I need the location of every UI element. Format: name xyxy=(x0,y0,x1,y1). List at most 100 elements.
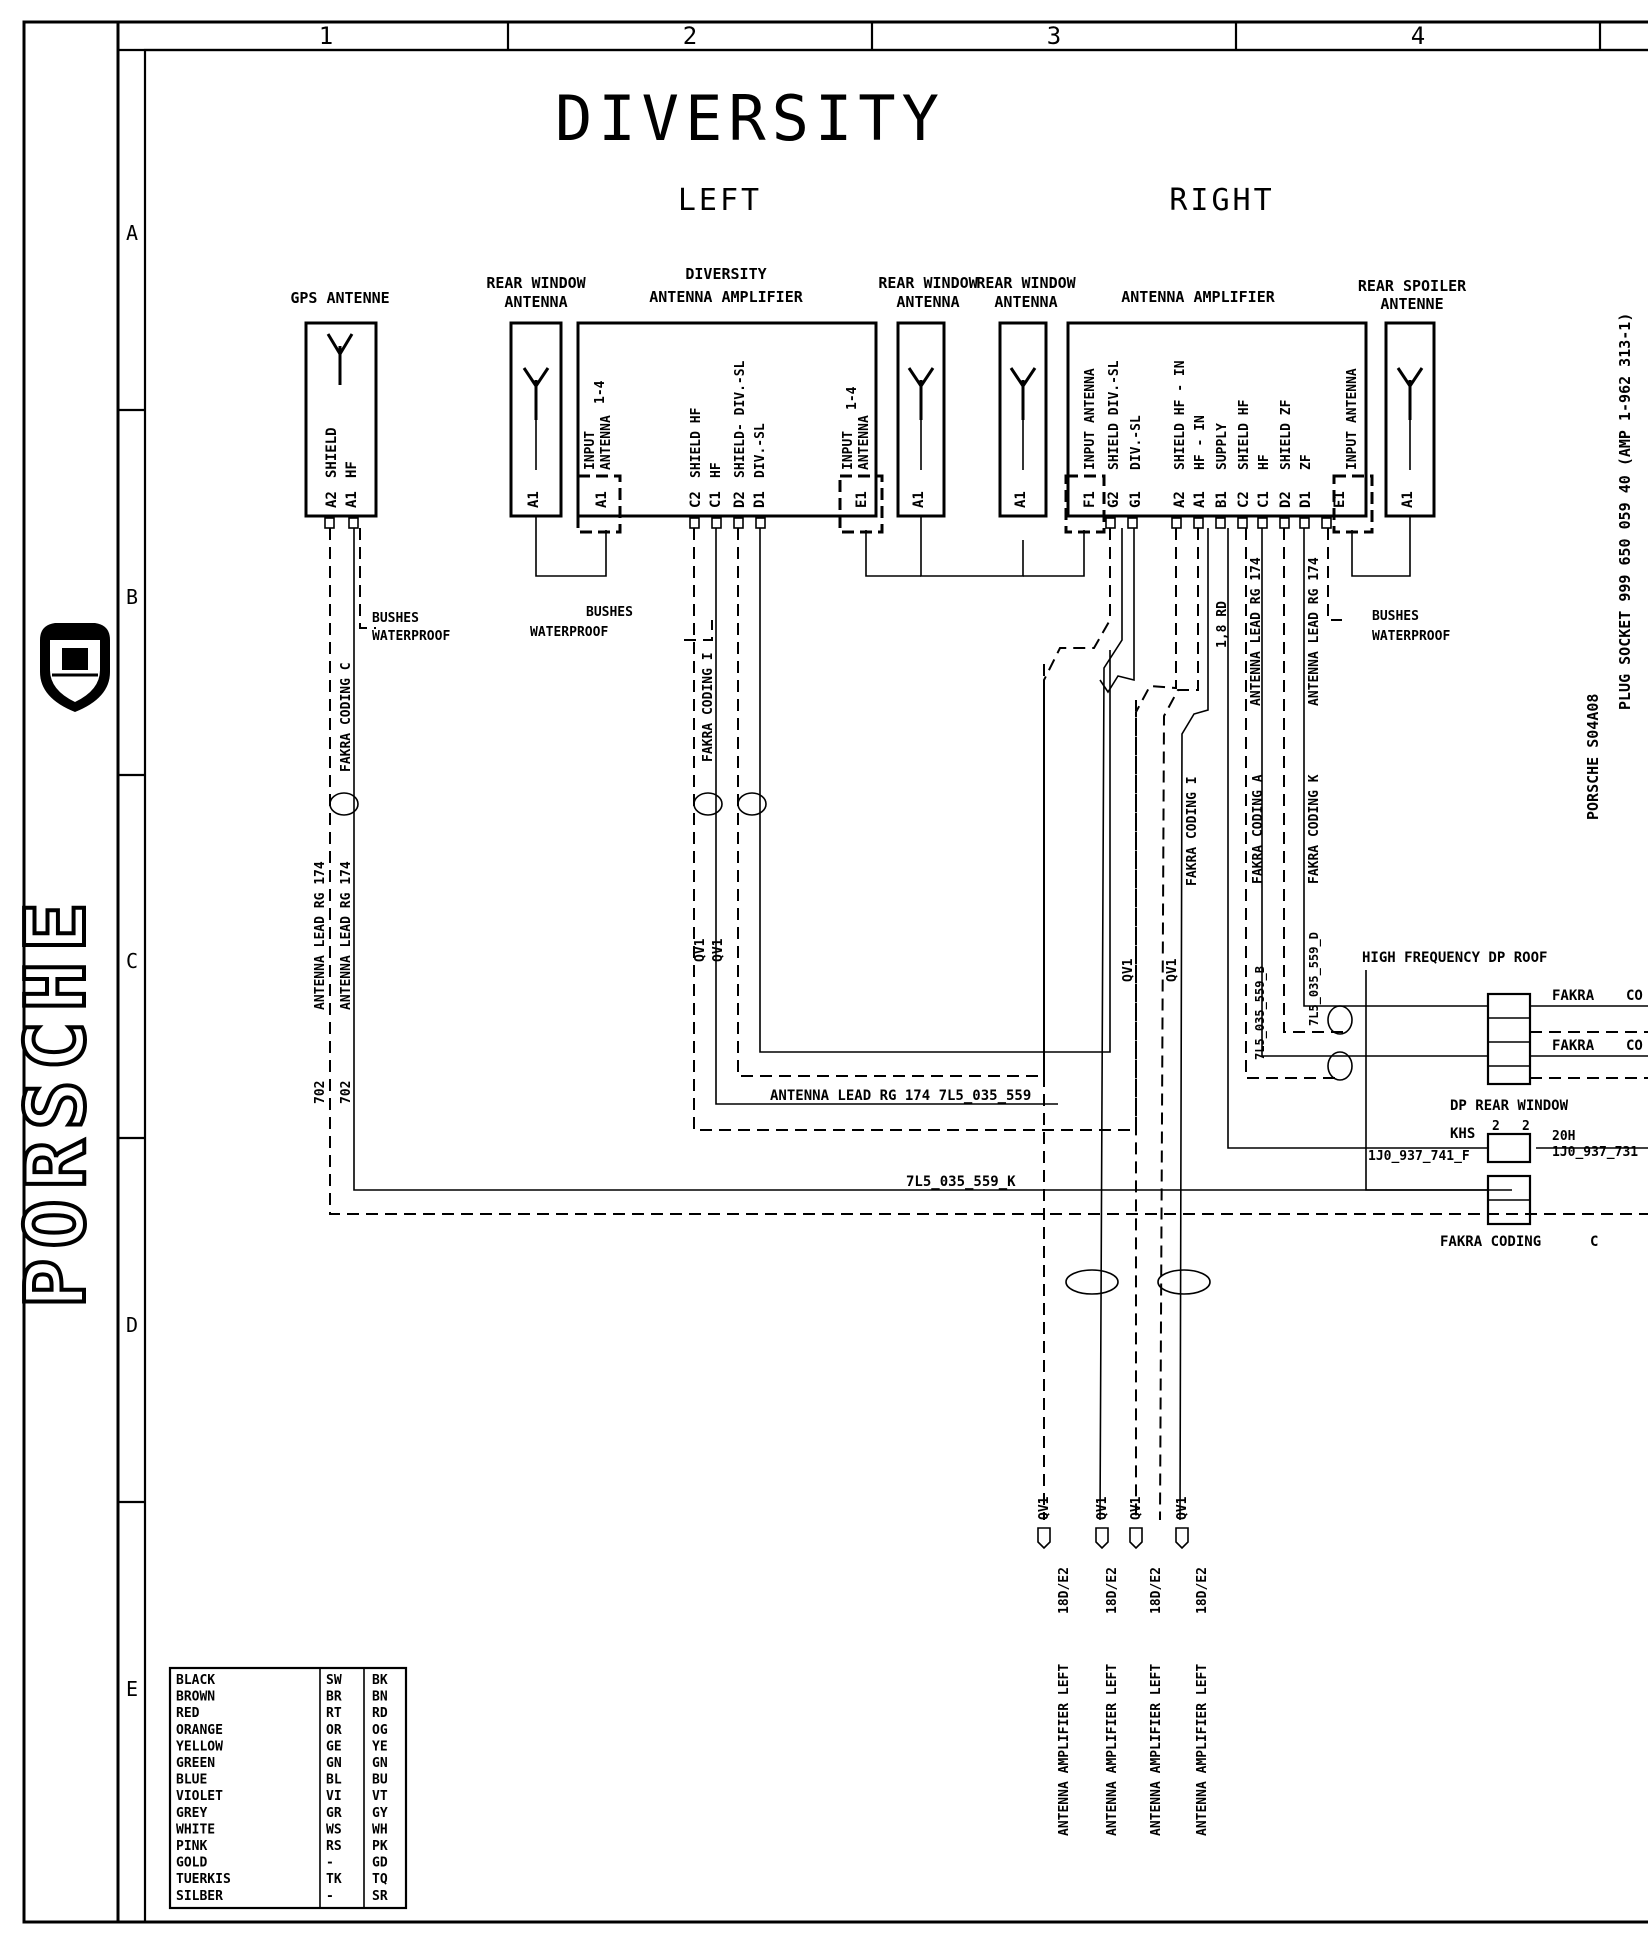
div-amp-pin-d1: D1 xyxy=(752,491,768,508)
legend-color-name: BLUE xyxy=(176,1773,207,1788)
legend-color-name: BLACK xyxy=(176,1673,215,1688)
label-fakra-coding-c: C xyxy=(1590,1234,1598,1250)
label-fakra-c: FAKRA CODING C xyxy=(339,662,354,772)
legend-color-code-en: VT xyxy=(372,1789,388,1804)
rear-spoiler-antenna: REAR SPOILER ANTENNE A1 xyxy=(1358,277,1467,518)
grid-col-2: 2 xyxy=(683,22,697,50)
div-amp-pin-a1: A1 xyxy=(594,491,610,508)
terminal-1-ref: 18D/E2 xyxy=(1057,1567,1072,1614)
legend-color-code-en: BN xyxy=(372,1690,388,1705)
ant-amp-pin-name-9: ZF xyxy=(1299,454,1314,470)
label-702b: 702 xyxy=(339,1081,354,1104)
div-amp-pin-c2: C2 xyxy=(688,491,704,508)
rwa-right-label-2: ANTENNA xyxy=(994,293,1057,311)
ant-amp-pin-name-2: DIV.-SL xyxy=(1129,415,1144,470)
label-fakra-1: FAKRA xyxy=(1552,988,1595,1004)
legend-color-code-de: VI xyxy=(326,1789,342,1804)
ant-amp-pin-c1: C1 xyxy=(1256,491,1272,508)
ant-amp-pin-g2: G2 xyxy=(1106,491,1122,508)
label-2a: 2 xyxy=(1492,1119,1500,1134)
legend-color-name: PINK xyxy=(176,1839,207,1854)
label-lead-2: ANTENNA LEAD RG 174 xyxy=(339,861,354,1010)
div-amp-pin-name-input2: INPUT xyxy=(841,431,856,470)
div-amp-pin-name-shieldhf: SHIELD HF xyxy=(689,407,704,478)
div-amp-pin-name-input1: INPUT xyxy=(583,431,598,470)
label-part-741: 1J0_937_741_F xyxy=(1368,1149,1470,1164)
label-559b: 7L5_035_559_B xyxy=(1253,966,1268,1060)
legend-color-code-en: YE xyxy=(372,1739,388,1754)
ant-amp-pin-name-8: SHIELD ZF xyxy=(1279,399,1294,470)
legend-color-name: TUERKIS xyxy=(176,1872,231,1887)
terminal-3-ref: 18D/E2 xyxy=(1149,1567,1164,1614)
label-559d: 7L5_035_559_D xyxy=(1307,932,1322,1026)
ant-amp-pin-a1: A1 xyxy=(1192,491,1208,508)
ant-amp-pin-a2: A2 xyxy=(1172,491,1188,508)
grid-col-1: 1 xyxy=(319,22,333,50)
ant-amp-pin-name-4: HF - IN xyxy=(1193,415,1208,470)
ant-amp-pin-name-7: HF xyxy=(1257,454,1272,470)
rwa-right-pin: A1 xyxy=(1013,491,1029,508)
label-bushes-right-2: WATERPROOF xyxy=(1372,629,1450,644)
label-20h: 20H xyxy=(1552,1129,1575,1144)
terminal-4-desc: ANTENNA AMPLIFIER LEFT xyxy=(1195,1664,1210,1836)
plug-socket-line2: PLUG SOCKET 999 650 059 40 (AMP 1-962 31… xyxy=(1616,313,1634,710)
terminal-4-ref: 18D/E2 xyxy=(1195,1567,1210,1614)
antenna-amplifier-right: ANTENNA AMPLIFIER INPUT ANTENNA SHIELD D… xyxy=(1064,288,1374,534)
label-fakra-i-right: FAKRA CODING I xyxy=(1185,776,1200,886)
div-amp-pin-name-shield-div: SHIELD- DIV.-SL xyxy=(733,360,748,478)
plug-socket-line1: PORSCHE S04A08 xyxy=(1584,694,1602,820)
rwa-mid-label-2: ANTENNA xyxy=(896,293,959,311)
grid-row-b: B xyxy=(126,585,138,609)
label-lead-559: ANTENNA LEAD RG 174 7L5_035_559 xyxy=(770,1088,1031,1104)
label-dp-rear-window: DP REAR WINDOW xyxy=(1450,1098,1569,1114)
terminal-1-code: QV1 xyxy=(1037,1496,1052,1520)
rwa-mid-label-1: REAR WINDOW xyxy=(878,274,978,292)
legend-color-code-en: TQ xyxy=(372,1872,388,1887)
div-amp-pin-name-antenna2: ANTENNA xyxy=(857,415,872,470)
label-qv1-b: QV1 xyxy=(711,938,726,962)
legend-color-code-de: TK xyxy=(326,1872,342,1887)
label-bushes-right-1: BUSHES xyxy=(1372,609,1419,624)
legend-color-code-de: GR xyxy=(326,1806,342,1821)
gps-pin-a2: A2 xyxy=(324,491,340,508)
div-amp-label-2: ANTENNA AMPLIFIER xyxy=(649,288,803,306)
label-qv1-c: QV1 xyxy=(1121,958,1136,982)
grid-row-a: A xyxy=(126,221,138,245)
div-amp-pin-name-antenna1: ANTENNA xyxy=(599,415,614,470)
connector-dp-rear-window xyxy=(1486,1132,1532,1164)
legend-color-name: YELLOW xyxy=(176,1739,223,1754)
div-amp-pin-name-div: DIV.-SL xyxy=(753,423,768,478)
legend-color-code-de: GN xyxy=(326,1756,342,1771)
grid-row-d: D xyxy=(126,1313,138,1337)
div-amp-pin-c1: C1 xyxy=(708,491,724,508)
rwa-right-label-1: REAR WINDOW xyxy=(976,274,1076,292)
legend-color-name: GOLD xyxy=(176,1856,207,1871)
rsa-label-1: REAR SPOILER xyxy=(1358,277,1467,295)
div-amp-pin-d2: D2 xyxy=(732,491,748,508)
terminal-4-code: QV1 xyxy=(1175,1496,1190,1520)
ant-amp-pin-c2: C2 xyxy=(1236,491,1252,508)
ant-amp-pin-e1: E1 xyxy=(1332,491,1348,508)
legend-color-code-de: OR xyxy=(326,1723,342,1738)
legend-color-code-de: BL xyxy=(326,1773,342,1788)
ant-amp-pin-name-0: INPUT ANTENNA xyxy=(1083,368,1098,470)
rear-window-antenna-right: REAR WINDOW ANTENNA A1 xyxy=(976,274,1077,518)
ant-amp-pin-d2: D2 xyxy=(1278,491,1294,508)
diversity-antenna-amplifier: DIVERSITY ANTENNA AMPLIFIER INPUT ANTENN… xyxy=(576,265,884,534)
terminal-2-code: QV1 xyxy=(1095,1496,1110,1520)
grid-col-3: 3 xyxy=(1047,22,1061,50)
div-amp-pin-name-14a: 1-4 xyxy=(593,380,608,404)
label-bushes-left-2: WATERPROOF xyxy=(372,629,450,644)
div-amp-label-1: DIVERSITY xyxy=(685,265,766,283)
rwa-left-pin: A1 xyxy=(526,491,542,508)
label-qv1-a: QV1 xyxy=(693,938,708,962)
rwa-left-label-2: ANTENNA xyxy=(504,293,567,311)
legend-color-name: BROWN xyxy=(176,1690,215,1705)
label-fakra-k: FAKRA CODING K xyxy=(1307,774,1322,884)
div-amp-pin-e1: E1 xyxy=(854,491,870,508)
label-bushes-mid-2: WATERPROOF xyxy=(530,625,608,640)
legend-color-name: VIOLET xyxy=(176,1789,223,1804)
sheet-frame xyxy=(22,20,1648,1924)
gps-antenna: GPS ANTENNE SHIELD HF A2 A1 xyxy=(290,289,390,529)
